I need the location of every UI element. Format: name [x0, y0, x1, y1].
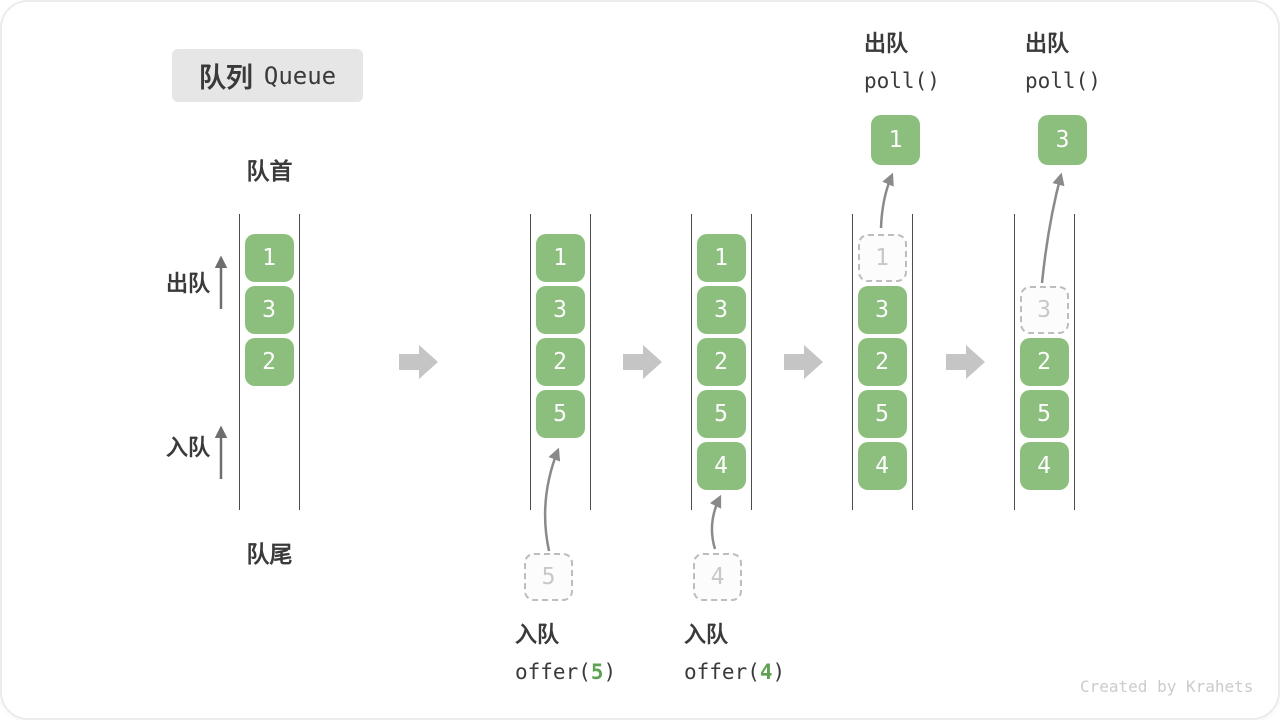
caption-code: offer(5) [515, 660, 616, 684]
caption-op: 出队 [1025, 31, 1070, 56]
caption-code: poll() [1025, 69, 1101, 93]
caption-code: poll() [864, 69, 940, 93]
popped-item: 1 [871, 115, 920, 165]
queue-item: 4 [857, 442, 907, 490]
code-pre: offer( [684, 660, 760, 684]
caption-offer-4: 入队 offer(4) [684, 622, 785, 685]
title-zh: 队列 [198, 63, 253, 93]
code-arg: 4 [759, 660, 773, 684]
queue-stage-5: 3 2 5 4 [1014, 214, 1075, 510]
caption-code: offer(4) [684, 660, 785, 684]
label-dequeue: 出队 [166, 271, 211, 296]
pending-item: 4 [693, 553, 742, 601]
queue-item: 2 [535, 338, 585, 386]
queue-item: 2 [696, 338, 746, 386]
code-arg: 5 [590, 660, 604, 684]
label-queue-front: 队首 [246, 158, 293, 184]
stage-arrow-icon [946, 345, 985, 379]
queue-item: 5 [696, 390, 746, 438]
queue-item: 4 [696, 442, 746, 490]
queue-item: 2 [244, 338, 294, 386]
stage-arrow-icon [784, 345, 823, 379]
queue-item: 2 [857, 338, 907, 386]
code-pre: offer( [515, 660, 591, 684]
queue-item: 5 [535, 390, 585, 438]
stage-arrow-icon [623, 345, 662, 379]
queue-item: 5 [1019, 390, 1069, 438]
queue-stage-4: 1 3 2 5 4 [852, 214, 913, 510]
caption-op: 入队 [684, 622, 729, 647]
queue-item: 3 [857, 286, 907, 334]
diagram-title: 队列 Queue [172, 49, 363, 102]
queue-item: 4 [1019, 442, 1069, 490]
queue-item: 1 [244, 234, 294, 282]
popped-item: 3 [1038, 115, 1087, 165]
title-en: Queue [263, 61, 337, 90]
code-post: ) [603, 660, 617, 684]
queue-item: 5 [857, 390, 907, 438]
caption-op: 入队 [515, 622, 560, 647]
queue-item: 3 [535, 286, 585, 334]
caption-op: 出队 [864, 31, 909, 56]
label-enqueue: 入队 [166, 435, 211, 460]
queue-item: 1 [696, 234, 746, 282]
code-post: ) [772, 660, 786, 684]
queue-item: 3 [244, 286, 294, 334]
queue-item: 1 [535, 234, 585, 282]
queue-stage-1: 1 3 2 [239, 214, 300, 510]
label-queue-rear: 队尾 [246, 541, 293, 567]
caption-offer-5: 入队 offer(5) [515, 622, 616, 685]
queue-item: 2 [1019, 338, 1069, 386]
pending-item: 5 [524, 553, 573, 601]
caption-poll-3: 出队 poll() [1025, 31, 1101, 94]
queue-stage-3: 1 3 2 5 4 [691, 214, 752, 510]
queue-item: 3 [696, 286, 746, 334]
ghost-item: 1 [857, 234, 907, 282]
stage-arrow-icon [399, 345, 438, 379]
caption-poll-1: 出队 poll() [864, 31, 940, 94]
watermark: Created by Krahets [1080, 677, 1254, 696]
queue-stage-2: 1 3 2 5 [530, 214, 591, 510]
ghost-item: 3 [1019, 286, 1069, 334]
